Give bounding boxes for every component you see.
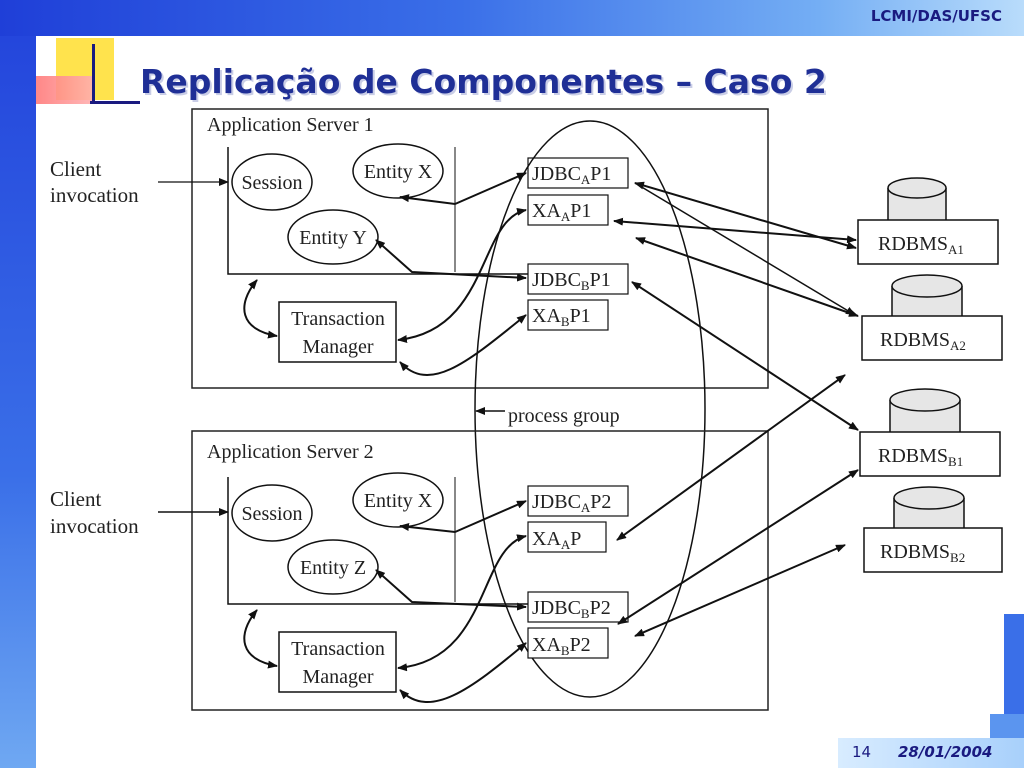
entity-x-1 — [352, 143, 444, 199]
arrow-entityx2-jdbca2 — [399, 500, 527, 534]
arrow-tm1-xab1 — [399, 314, 527, 376]
top-bar — [0, 0, 1024, 36]
svg-text:RDBMSA2: RDBMSA2 — [880, 329, 966, 353]
jdbc-a-p1 — [527, 157, 629, 189]
entity-y-1 — [287, 209, 379, 265]
jdbc-b-p1-label: JDBCBP1 — [532, 269, 611, 293]
xa-b-p1 — [527, 299, 609, 331]
arrow-entityy1-jdbcb1 — [375, 239, 527, 282]
transaction-manager-2-line2: Manager — [302, 666, 373, 688]
session-1-label: Session — [241, 172, 302, 194]
jdbc-a-p2 — [527, 485, 629, 517]
jdbc-a-p1-label: JDBCAP1 — [532, 163, 611, 187]
session-2 — [231, 484, 313, 542]
session-2-label: Session — [241, 503, 302, 525]
app-server-2-label: Application Server 2 — [207, 441, 374, 463]
client-invocation-2-line1: Client — [50, 487, 101, 511]
jdbc-a-p2-label: JDBCAP2 — [532, 491, 611, 515]
slide-title: Replicação de Componentes – Caso 2 — [140, 62, 827, 101]
transaction-manager-2 — [278, 631, 397, 693]
rdbms-b1: RDBMSB1 — [859, 388, 1001, 477]
entity-y-1-label: Entity Y — [299, 227, 367, 249]
arrow-xab2-rdbmsb2 — [634, 544, 846, 637]
arrow-jdbcb2-rdbmsb1 — [617, 469, 859, 625]
corner-decoration-1 — [1004, 614, 1024, 714]
svg-text:RDBMSB2: RDBMSB2 — [880, 541, 965, 565]
xa-a-p1-label: XAAP1 — [532, 200, 591, 224]
xa-b-p2-label: XABP2 — [532, 634, 591, 658]
rdbms-a1: RDBMSA1 — [857, 177, 999, 265]
svg-text:RDBMSA1: RDBMSA1 — [878, 233, 964, 257]
footer-bar — [838, 738, 1024, 768]
client-invocation-1-line2: invocation — [50, 183, 139, 207]
page-number: 14 — [852, 743, 872, 761]
title-decoration-hline — [90, 101, 140, 104]
process-group-label: process group — [508, 405, 620, 427]
entity-x-1-label: Entity X — [364, 161, 433, 183]
jdbc-b-p2-label: JDBCBP2 — [532, 597, 611, 621]
left-bar — [0, 36, 36, 768]
title-decoration-vline — [92, 44, 95, 102]
arrow-tm2-xab2 — [399, 642, 527, 703]
jdbc-b-p2 — [527, 591, 629, 623]
xa-b-p1-label: XABP1 — [532, 305, 591, 329]
app-server-1-label: Application Server 1 — [207, 114, 374, 136]
arrow-xaa1-rdbmsa1 — [613, 217, 857, 244]
entity-z-2-label: Entity Z — [300, 557, 366, 579]
page-date: 28/01/2004 — [898, 743, 993, 761]
client-invocation-1-line1: Client — [50, 157, 101, 181]
transaction-manager-1-line1: Transaction — [291, 308, 385, 330]
title-decoration-red — [36, 76, 94, 104]
xa-b-p2 — [527, 627, 609, 659]
entity-z-2 — [287, 539, 379, 595]
entity-x-2 — [352, 472, 444, 528]
rdbms-b2: RDBMSB2 — [863, 486, 1003, 573]
entity-x-2-label: Entity X — [364, 490, 433, 512]
arrow-container1-tm1 — [243, 279, 278, 339]
arrow-xaa2-rdbmsa2 — [616, 374, 846, 541]
arrow-entityz2-jdbcb2 — [375, 569, 527, 611]
jdbc-b-p1 — [527, 263, 629, 295]
session-1 — [231, 153, 313, 211]
xa-a-p1 — [527, 194, 609, 226]
arrow-container2-tm2 — [243, 609, 278, 669]
xa-a-p2-label: XAAP — [532, 528, 581, 552]
transaction-manager-2-line1: Transaction — [291, 638, 385, 660]
svg-text:RDBMSB1: RDBMSB1 — [878, 445, 963, 469]
transaction-manager-1 — [278, 301, 397, 363]
arrow-entityx1-jdbca1 — [399, 172, 527, 206]
client-invocation-2-line2: invocation — [50, 514, 139, 538]
brand-label: LCMI/DAS/UFSC — [870, 7, 1002, 25]
transaction-manager-1-line2: Manager — [302, 336, 373, 358]
xa-a-p2 — [527, 521, 607, 553]
rdbms-a2: RDBMSA2 — [861, 274, 1003, 361]
